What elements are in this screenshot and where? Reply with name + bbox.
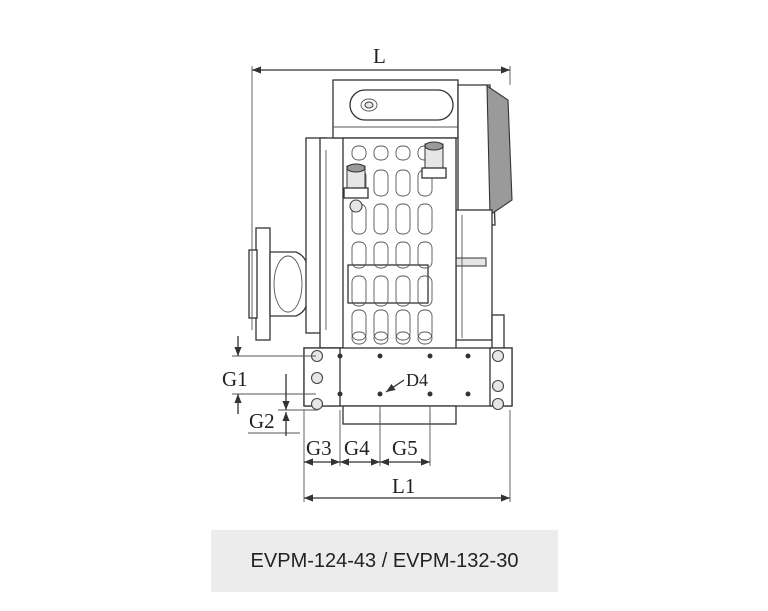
cooling-slot [417,275,433,307]
dim-label-D4: D4 [406,370,428,390]
cooling-slot [395,203,411,235]
model-caption-text: EVPM-124-43 / EVPM-132-30 [250,549,519,572]
cooling-slot [351,241,367,269]
cooling-slot [351,275,367,307]
cooling-slot [417,309,433,341]
dim-label-G3: G3 [306,436,332,460]
cooling-slot [395,169,411,197]
cooling-slot [351,331,367,345]
cooling-slot [373,203,389,235]
bolt-head [491,397,505,411]
mounting-hole [465,391,471,397]
dim-label-G1: G1 [222,367,248,391]
outlet-fitting [421,141,447,179]
cooling-slot [417,203,433,235]
dim-label-G4: G4 [344,436,370,460]
cooling-slot [373,275,389,307]
cooling-slot [395,309,411,341]
base-bolts [310,349,505,411]
bolt-head [491,349,505,363]
mounting-hole [427,391,433,397]
cooling-slot [351,309,367,341]
pump-outline [248,79,513,351]
mounting-hole [337,353,343,359]
cooling-slot [373,309,389,341]
model-caption: EVPM-124-43 / EVPM-132-30 [211,530,558,592]
cooling-slot [395,145,411,161]
cooling-slots [351,145,433,345]
cooling-slot [417,331,433,345]
dim-label-L: L [373,44,386,68]
bolt-head [310,397,324,411]
mounting-hole [337,391,343,397]
dim-label-G2: G2 [249,409,275,433]
cooling-slot [373,241,389,269]
base-plate [303,347,513,425]
cooling-slot [373,169,389,197]
cooling-slot [373,331,389,345]
cooling-slot [395,241,411,269]
cooling-slot [417,241,433,269]
dim-label-L1: L1 [392,474,415,498]
bolt-head [491,379,505,393]
mounting-hole [377,391,383,397]
bolt-head [310,371,324,385]
cooling-slot [373,145,389,161]
cooling-slot [351,145,367,161]
mounting-hole [427,353,433,359]
mounting-hole [465,353,471,359]
dim-label-G5: G5 [392,436,418,460]
inlet-fitting [343,163,369,213]
dimension-lines [232,66,511,502]
cooling-slot [395,275,411,307]
mounting-hole [377,353,383,359]
cooling-slot [395,331,411,345]
